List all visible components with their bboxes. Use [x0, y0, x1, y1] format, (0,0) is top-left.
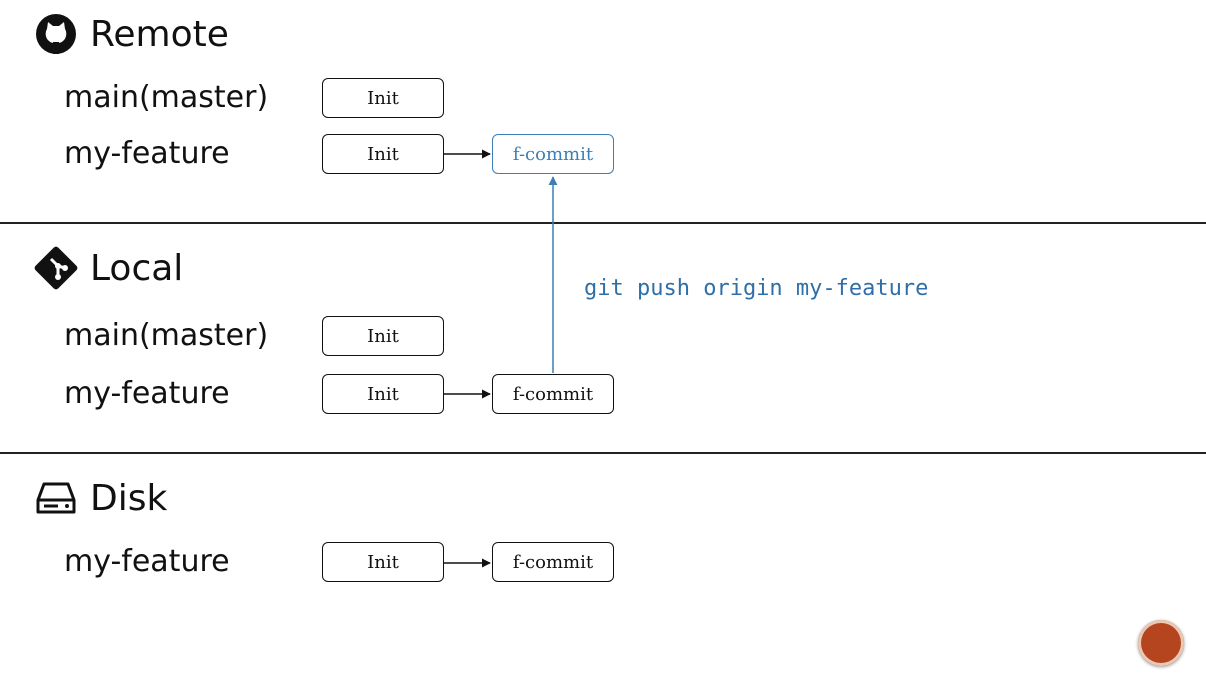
- github-icon: [34, 12, 78, 56]
- remote-feature-fcommit-node: f-commit: [492, 134, 614, 174]
- disk-feature-init-node: Init: [322, 542, 444, 582]
- divider-local-disk: [0, 452, 1206, 454]
- remote-title: Remote: [90, 13, 229, 55]
- git-push-command: git push origin my-feature: [584, 276, 929, 301]
- section-title-disk: Disk: [34, 476, 167, 520]
- remote-feature-init-node: Init: [322, 134, 444, 174]
- remote-branch-feature-label: my-feature: [64, 136, 230, 171]
- local-main-init-node: Init: [322, 316, 444, 356]
- local-branch-main-label: main(master): [64, 318, 269, 353]
- local-feature-init-node: Init: [322, 374, 444, 414]
- git-icon: [34, 246, 78, 290]
- divider-remote-local: [0, 222, 1206, 224]
- remote-branch-main-label: main(master): [64, 80, 269, 115]
- section-title-local: Local: [34, 246, 183, 290]
- disk-branch-feature-label: my-feature: [64, 544, 230, 579]
- local-feature-fcommit-node: f-commit: [492, 374, 614, 414]
- presentation-logo-icon: [1138, 620, 1184, 666]
- section-title-remote: Remote: [34, 12, 229, 56]
- local-title: Local: [90, 247, 184, 289]
- remote-main-init-node: Init: [322, 78, 444, 118]
- disk-feature-fcommit-node: f-commit: [492, 542, 614, 582]
- local-branch-feature-label: my-feature: [64, 376, 230, 411]
- hard-drive-icon: [34, 476, 78, 520]
- disk-title: Disk: [90, 477, 168, 519]
